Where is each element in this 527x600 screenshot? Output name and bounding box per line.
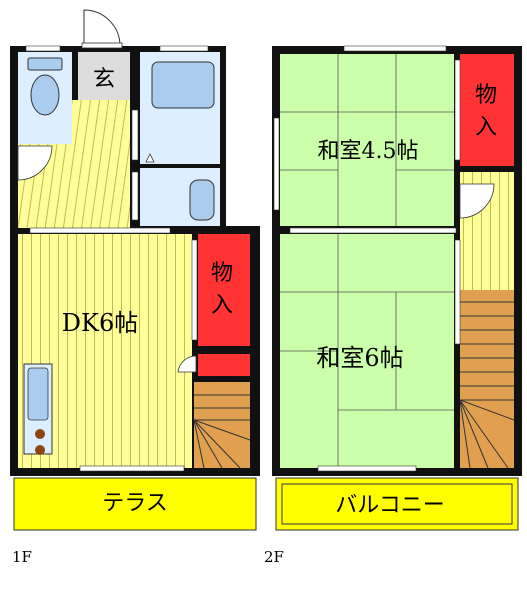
washitsu-small-label: 和室4.5帖	[318, 139, 419, 164]
storage-room-1f	[198, 234, 250, 346]
toilet-door-swing	[17, 145, 53, 181]
storage-room-2f	[460, 54, 514, 166]
hallway	[18, 100, 130, 228]
stove-burner-icon	[35, 445, 45, 455]
storage-label-2f-bottom: 入	[475, 115, 497, 140]
entrance-door[interactable]	[81, 42, 123, 49]
balcony-label: バルコニー	[335, 493, 445, 518]
second-floor: 和室4.5帖 物 入	[264, 45, 522, 566]
toilet-bowl	[30, 74, 60, 116]
bathtub	[151, 61, 215, 109]
balcony	[275, 477, 519, 531]
washitsu-door-swing	[459, 183, 495, 219]
washbasin	[189, 179, 215, 221]
kitchen-sink	[27, 367, 49, 421]
storage-door-1f[interactable]	[191, 239, 198, 341]
stairs-1f-lines	[193, 394, 251, 469]
under-stair-closet	[198, 354, 250, 376]
entrance-floor	[78, 52, 130, 100]
bath-window	[159, 45, 209, 52]
terrace	[13, 477, 257, 531]
storage-label-1f-bottom: 入	[211, 293, 233, 318]
washitsu-large-label: 和室6帖	[316, 344, 403, 372]
terrace-label: テラス	[102, 491, 168, 516]
first-floor-label: 1F	[12, 548, 32, 566]
toilet-tank	[27, 57, 63, 71]
dk-window	[79, 465, 185, 472]
entrance-door-swing	[83, 9, 121, 47]
bath-sliding-door[interactable]	[131, 109, 139, 161]
washitsu-small-window-side	[273, 117, 280, 211]
stove-burner-icon	[35, 429, 45, 439]
storage-label-2f-top: 物	[475, 83, 497, 108]
balcony-railing	[281, 483, 513, 525]
washitsu-large-tatami	[280, 234, 454, 468]
storage-door-2f[interactable]	[454, 59, 461, 161]
first-floor: 玄 DK6帖 物 入	[10, 9, 260, 566]
dk-label: DK6帖	[62, 309, 138, 337]
second-floor-label: 2F	[264, 548, 284, 566]
dk-upper-partition	[29, 227, 171, 234]
washitsu-partition	[289, 227, 457, 234]
washitsu-small-tatami	[280, 54, 454, 226]
washitsu-large-side-door[interactable]	[454, 239, 461, 345]
stairs-1f	[194, 382, 250, 468]
washitsu-small	[280, 54, 454, 226]
washitsu-large-window	[317, 465, 417, 472]
washitsu-small-window-top	[343, 45, 447, 52]
shower-icon	[145, 153, 155, 163]
closet-door-swing	[177, 355, 197, 373]
storage-label-1f-top: 物	[211, 261, 233, 286]
wash-sliding-door[interactable]	[131, 171, 139, 221]
toilet-window	[25, 45, 61, 52]
stairs-2f-lines	[459, 301, 515, 469]
entrance-label: 玄	[93, 67, 115, 92]
stairs-2f	[460, 290, 514, 468]
